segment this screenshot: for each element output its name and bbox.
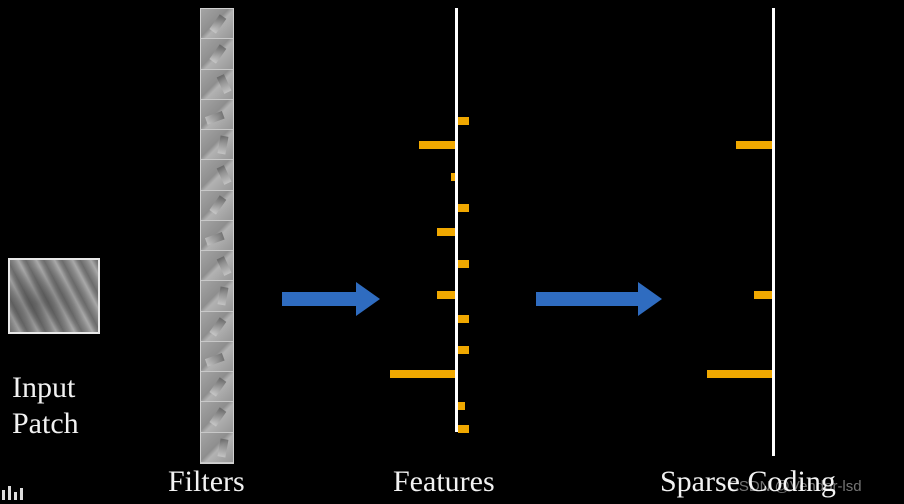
watermark: CSDN @Vendor-lsd (728, 478, 862, 495)
feature-bar (458, 315, 469, 323)
feature-bar (458, 402, 466, 410)
filter-stroke (217, 286, 229, 306)
filter-cell (201, 160, 233, 191)
arrow-features-to-sparse (536, 282, 662, 316)
filter-stroke (209, 14, 227, 34)
filter-stroke (209, 377, 227, 397)
feature-bar (458, 204, 469, 212)
filter-cell (201, 251, 233, 282)
filter-stroke (209, 195, 227, 215)
feature-bar (437, 291, 455, 299)
feature-bar (458, 425, 469, 433)
filter-stroke (216, 165, 232, 185)
filter-cell (201, 39, 233, 70)
features-label: Features (393, 465, 495, 498)
feature-bar (458, 260, 469, 268)
input-patch-image (8, 258, 100, 334)
filter-stroke (204, 110, 225, 125)
filter-cell (201, 99, 233, 131)
filter-cell (201, 402, 233, 433)
filter-cell (201, 130, 233, 161)
feature-bar (390, 370, 455, 378)
sparse-coding-axis (772, 8, 775, 456)
feature-bar (707, 370, 772, 378)
filter-cell (201, 432, 233, 463)
filter-stroke (217, 135, 229, 155)
filter-cell (201, 311, 233, 342)
filters-column (200, 8, 234, 464)
logo-icon (2, 486, 23, 500)
filter-cell (201, 69, 233, 100)
filter-stroke (209, 44, 227, 64)
feature-bar (419, 141, 455, 149)
feature-bar (451, 173, 455, 181)
feature-bar (437, 228, 455, 236)
filters-label: Filters (168, 465, 245, 498)
feature-bar (736, 141, 772, 149)
filter-stroke (204, 231, 225, 246)
filter-cell (201, 281, 233, 312)
filter-cell (201, 190, 233, 221)
filter-stroke (204, 352, 225, 367)
filter-cell (201, 220, 233, 252)
filter-stroke (216, 256, 232, 276)
feature-bar (458, 346, 469, 354)
filter-stroke (217, 438, 229, 457)
sparse-coding-label: Sparse Coding (660, 465, 836, 498)
filter-stroke (209, 407, 227, 427)
features-axis (455, 8, 458, 432)
filter-stroke (216, 74, 232, 94)
filter-stroke (209, 316, 227, 336)
filter-cell (201, 9, 233, 40)
input-label-line1: Input (12, 371, 76, 404)
feature-bar (458, 117, 469, 125)
input-label-line2: Patch (12, 407, 79, 440)
feature-bar (754, 291, 772, 299)
filter-cell (201, 372, 233, 403)
filter-cell (201, 341, 233, 373)
input-patch-label: Input Patch (12, 370, 79, 442)
arrow-filters-to-features (282, 282, 380, 316)
